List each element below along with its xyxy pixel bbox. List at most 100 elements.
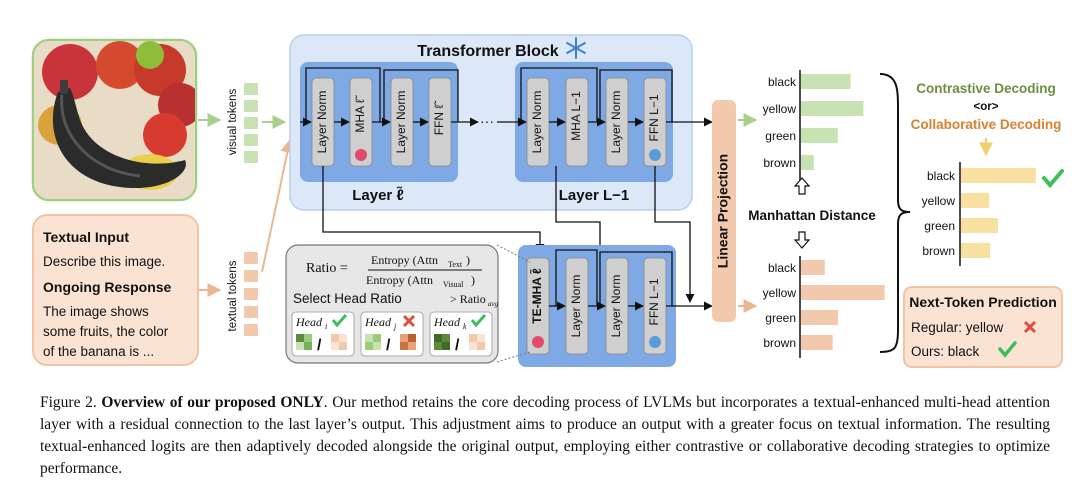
- fingerprint-icon: [532, 336, 544, 348]
- bar-brown: [801, 335, 833, 350]
- bar-black: [801, 260, 825, 275]
- contrastive-decoding-label: Contrastive Decoding: [916, 81, 1056, 96]
- next-token-title: Next-Token Prediction: [909, 294, 1057, 310]
- head-k-label: Head: [433, 315, 461, 329]
- ffn-block: FFN L−1: [647, 94, 661, 141]
- head-j-label: Head: [364, 315, 392, 329]
- ratio-denominator-sub: Visual: [443, 280, 464, 289]
- linear-projection-label: Linear Projection: [715, 154, 731, 268]
- category-label-black: black: [768, 75, 797, 89]
- ratio-numerator-sub: Text: [448, 260, 463, 269]
- collaborative-decoding-label: Collaborative Decoding: [911, 117, 1062, 132]
- ongoing-response-line-2: some fruits, the color: [43, 324, 169, 339]
- layer-norm-block: Layer Norm: [609, 275, 623, 338]
- left-layer-blocks: Layer Norm MHA ℓ̃ Layer Norm FFN ℓ̃: [311, 77, 452, 167]
- next-token-regular: Regular: yellow: [911, 320, 1004, 335]
- layer-norm-block: Layer Norm: [394, 91, 408, 154]
- caption-text: . Our method retains the core decoding p…: [40, 394, 1050, 477]
- ongoing-response-line-3: of the banana is ...: [43, 344, 154, 359]
- bar-brown: [801, 155, 814, 170]
- check-icon: [470, 313, 487, 328]
- input-image: [31, 38, 198, 202]
- ratio-formula-lhs: Ratio =: [306, 261, 348, 276]
- visual-tokens-label: visual tokens: [227, 89, 239, 156]
- right-layer-blocks: Layer Norm MHA L−1 Layer Norm FFN L−1: [526, 77, 667, 167]
- head-j-card: Head j /: [360, 311, 424, 357]
- or-label: <or>: [974, 101, 999, 113]
- up-arrow-icon: [793, 177, 811, 195]
- bar-green: [801, 128, 838, 143]
- category-label-brown: brown: [763, 336, 796, 350]
- mha-block: MHA L−1: [569, 91, 583, 141]
- svg-text:): ): [466, 253, 470, 267]
- transformer-arrows: [300, 67, 713, 303]
- final-logits-chart: black yellow green brown: [922, 162, 1036, 266]
- ffn-block: FFN L−1: [647, 278, 661, 325]
- category-label-brown: brown: [763, 156, 796, 170]
- bar-yellow: [801, 285, 885, 300]
- textual-tokens: [244, 252, 258, 336]
- layers-ellipsis: ···: [480, 113, 494, 129]
- layer-norm-block: Layer Norm: [569, 275, 583, 338]
- textual-tokens-label: textual tokens: [227, 260, 239, 331]
- head-i-sub: i: [325, 322, 327, 331]
- category-label-yellow: yellow: [922, 194, 956, 208]
- cross-icon: [1023, 320, 1037, 334]
- down-arrow-icon: [793, 231, 811, 249]
- select-head-text: Select Head Ratio: [293, 291, 402, 306]
- bar-green: [961, 218, 998, 233]
- te-arrows: [549, 249, 713, 311]
- category-label-green: green: [765, 129, 796, 143]
- head-i-card: Head i /: [291, 311, 355, 357]
- layer-l-label: Layer ℓ̃: [352, 186, 404, 204]
- caption-bold: Overview of our proposed ONLY: [101, 394, 324, 411]
- cross-icon: [402, 314, 416, 328]
- manhattan-distance: Manhattan Distance: [748, 177, 876, 249]
- head-j-sub: j: [393, 322, 397, 331]
- check-icon: [331, 313, 348, 328]
- layer-norm-block: Layer Norm: [609, 91, 623, 154]
- ongoing-response-title: Ongoing Response: [43, 279, 172, 295]
- head-k-card: Head k /: [429, 311, 493, 357]
- layer-norm-block: Layer Norm: [315, 91, 329, 154]
- category-label-yellow: yellow: [763, 102, 797, 116]
- category-label-brown: brown: [922, 244, 955, 258]
- te-mha-block: TE-MHA ℓ̃: [529, 268, 544, 324]
- mha-block: MHA ℓ̃: [353, 94, 367, 132]
- bar-black: [801, 74, 851, 89]
- next-token-ours: Ours: black: [911, 344, 980, 359]
- select-head-tail-sub: avg: [488, 300, 499, 308]
- bar-black: [961, 168, 1036, 183]
- manhattan-distance-label: Manhattan Distance: [748, 208, 876, 223]
- method-diagram: Textual Input Describe this image. Ongoi…: [31, 34, 1064, 368]
- bar-yellow: [961, 193, 990, 208]
- ratio-denominator: Entropy (Attn: [366, 273, 433, 287]
- ongoing-response-line-1: The image shows: [43, 304, 149, 319]
- category-label-green: green: [924, 219, 955, 233]
- textual-input-title: Textual Input: [43, 229, 129, 245]
- check-icon: [1042, 169, 1064, 189]
- layer-L-1-label: Layer L−1: [559, 187, 629, 204]
- original-logits-chart: black yellow green brown: [763, 70, 864, 180]
- caption-prefix: Figure 2.: [40, 394, 102, 411]
- category-label-green: green: [765, 311, 796, 325]
- svg-text:/: /: [455, 337, 460, 354]
- check-icon: [998, 341, 1017, 358]
- bar-green: [801, 310, 838, 325]
- layer-norm-block: Layer Norm: [530, 91, 544, 154]
- brace: [879, 73, 911, 353]
- fingerprint-icon: [355, 149, 367, 161]
- category-label-black: black: [927, 169, 956, 183]
- transformer-block-title: Transformer Block: [417, 43, 558, 60]
- head-k-sub: k: [463, 322, 467, 331]
- textual-input-box: Textual Input Describe this image. Ongoi…: [32, 214, 199, 366]
- bar-brown: [961, 243, 991, 258]
- snowflake-icon: [566, 37, 586, 59]
- category-label-black: black: [768, 261, 797, 275]
- select-head-tail: > Ratio: [450, 292, 486, 306]
- linear-projection: Linear Projection: [712, 100, 736, 322]
- transformer-block: Transformer Block Layer ℓ̃ Layer L−1 Lay…: [289, 34, 693, 211]
- svg-text:): ): [471, 273, 475, 287]
- head-i-label: Head: [295, 315, 323, 329]
